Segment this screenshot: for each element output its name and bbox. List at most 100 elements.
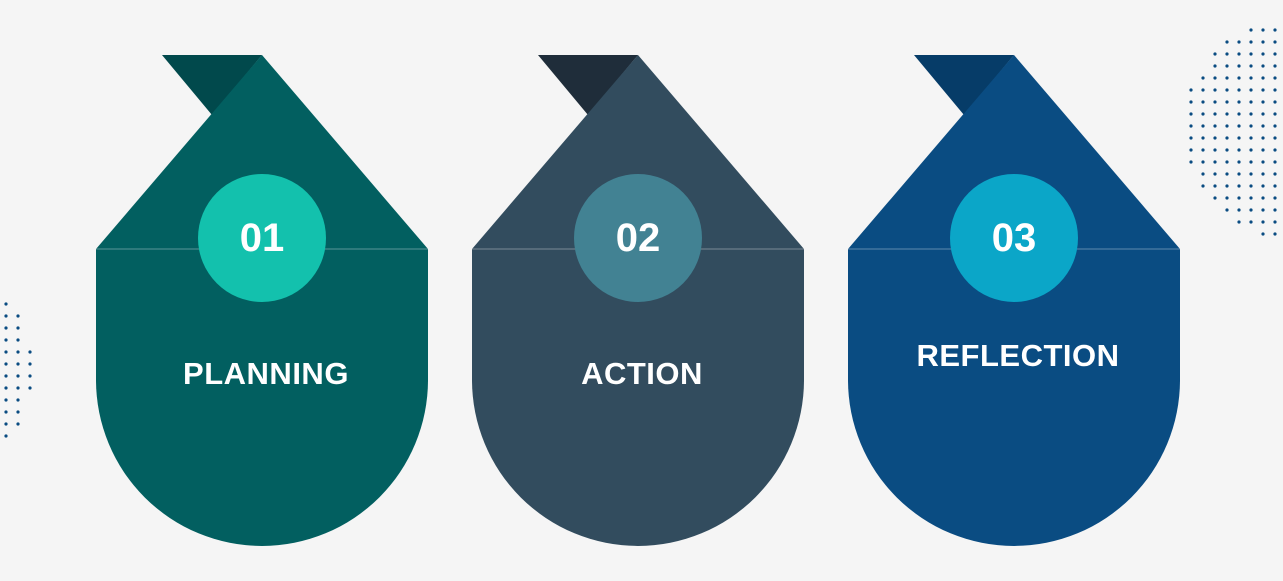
decorative-dot bbox=[1273, 196, 1277, 200]
step-card-reflection: 03 REFLECTION bbox=[848, 0, 1188, 560]
decorative-dot bbox=[16, 314, 20, 318]
decorative-dot bbox=[1201, 88, 1205, 92]
decorative-dot bbox=[1225, 124, 1229, 128]
decorative-dot bbox=[1237, 136, 1241, 140]
decorative-dot bbox=[1201, 76, 1205, 80]
decorative-dot bbox=[1189, 88, 1193, 92]
decorative-dot bbox=[1237, 220, 1241, 224]
decorative-dot bbox=[4, 386, 8, 390]
decorative-dot bbox=[1273, 28, 1277, 32]
decorative-dot bbox=[1225, 184, 1229, 188]
decorative-dot bbox=[1225, 196, 1229, 200]
decorative-dot bbox=[16, 398, 20, 402]
decorative-dot bbox=[1225, 40, 1229, 44]
dot-pattern-right bbox=[1189, 28, 1277, 236]
decorative-dot bbox=[1225, 148, 1229, 152]
decorative-dot bbox=[1261, 208, 1265, 212]
decorative-dot bbox=[28, 374, 32, 378]
step-number-badge: 03 bbox=[950, 174, 1078, 302]
decorative-dot bbox=[1249, 40, 1253, 44]
decorative-dot bbox=[1213, 136, 1217, 140]
decorative-dot bbox=[1201, 172, 1205, 176]
decorative-dot bbox=[1237, 88, 1241, 92]
decorative-dot bbox=[1213, 124, 1217, 128]
decorative-dot bbox=[1273, 124, 1277, 128]
decorative-dot bbox=[1261, 220, 1265, 224]
decorative-dot bbox=[1249, 220, 1253, 224]
decorative-dot bbox=[1261, 76, 1265, 80]
decorative-dot bbox=[16, 338, 20, 342]
decorative-dot bbox=[1273, 208, 1277, 212]
decorative-dot bbox=[1213, 52, 1217, 56]
decorative-dot bbox=[1225, 208, 1229, 212]
decorative-dot bbox=[1273, 220, 1277, 224]
decorative-dot bbox=[1273, 184, 1277, 188]
decorative-dot bbox=[1249, 148, 1253, 152]
step-label: PLANNING bbox=[183, 356, 349, 391]
decorative-dot bbox=[1213, 88, 1217, 92]
decorative-dot bbox=[28, 362, 32, 366]
decorative-dot bbox=[1249, 28, 1253, 32]
decorative-dot bbox=[4, 302, 8, 306]
decorative-dot bbox=[1249, 184, 1253, 188]
decorative-dot bbox=[1213, 76, 1217, 80]
decorative-dot bbox=[1261, 64, 1265, 68]
decorative-dot bbox=[1249, 52, 1253, 56]
decorative-dot bbox=[4, 314, 8, 318]
decorative-dot bbox=[1249, 88, 1253, 92]
step-label: ACTION bbox=[581, 356, 703, 391]
decorative-dot bbox=[1213, 100, 1217, 104]
decorative-dot bbox=[4, 434, 8, 438]
decorative-dot bbox=[1261, 160, 1265, 164]
decorative-dot bbox=[1273, 112, 1277, 116]
decorative-dot bbox=[16, 326, 20, 330]
decorative-dot bbox=[1225, 88, 1229, 92]
decorative-dot bbox=[1213, 160, 1217, 164]
decorative-dot bbox=[1249, 172, 1253, 176]
decorative-dot bbox=[1201, 136, 1205, 140]
decorative-dot bbox=[1237, 52, 1241, 56]
decorative-dot bbox=[1261, 232, 1265, 236]
decorative-dot bbox=[1201, 148, 1205, 152]
decorative-dot bbox=[1261, 112, 1265, 116]
decorative-dot bbox=[1261, 100, 1265, 104]
decorative-dot bbox=[1261, 172, 1265, 176]
decorative-dot bbox=[1249, 100, 1253, 104]
decorative-dot bbox=[1249, 124, 1253, 128]
decorative-dot bbox=[1189, 136, 1193, 140]
decorative-dot bbox=[1249, 112, 1253, 116]
decorative-dot bbox=[1261, 52, 1265, 56]
step-card-action: 02 ACTION bbox=[472, 0, 812, 560]
decorative-dot bbox=[1261, 124, 1265, 128]
decorative-dot bbox=[16, 362, 20, 366]
decorative-dot bbox=[1213, 64, 1217, 68]
decorative-dot bbox=[1273, 148, 1277, 152]
decorative-dot bbox=[1201, 112, 1205, 116]
decorative-dot bbox=[1225, 52, 1229, 56]
decorative-dot bbox=[4, 374, 8, 378]
decorative-dot bbox=[1237, 76, 1241, 80]
decorative-dot bbox=[1261, 136, 1265, 140]
decorative-dot bbox=[1213, 196, 1217, 200]
decorative-dot bbox=[1249, 196, 1253, 200]
folded-corner bbox=[162, 55, 262, 115]
decorative-dot bbox=[1213, 148, 1217, 152]
decorative-dot bbox=[1201, 100, 1205, 104]
decorative-dot bbox=[1273, 88, 1277, 92]
decorative-dot bbox=[1237, 100, 1241, 104]
decorative-dot bbox=[1213, 112, 1217, 116]
decorative-dot bbox=[1237, 196, 1241, 200]
decorative-dot bbox=[4, 362, 8, 366]
step-number: 03 bbox=[991, 215, 1037, 260]
decorative-dot bbox=[16, 350, 20, 354]
decorative-dot bbox=[1273, 232, 1277, 236]
decorative-dot bbox=[1189, 100, 1193, 104]
step-number-badge: 02 bbox=[574, 174, 702, 302]
decorative-dot bbox=[1189, 160, 1193, 164]
decorative-dot bbox=[1201, 184, 1205, 188]
decorative-dot bbox=[1261, 40, 1265, 44]
decorative-dot bbox=[1273, 160, 1277, 164]
folded-corner bbox=[538, 55, 638, 115]
decorative-dot bbox=[1273, 76, 1277, 80]
step-card-planning: 01 PLANNING bbox=[96, 0, 436, 560]
